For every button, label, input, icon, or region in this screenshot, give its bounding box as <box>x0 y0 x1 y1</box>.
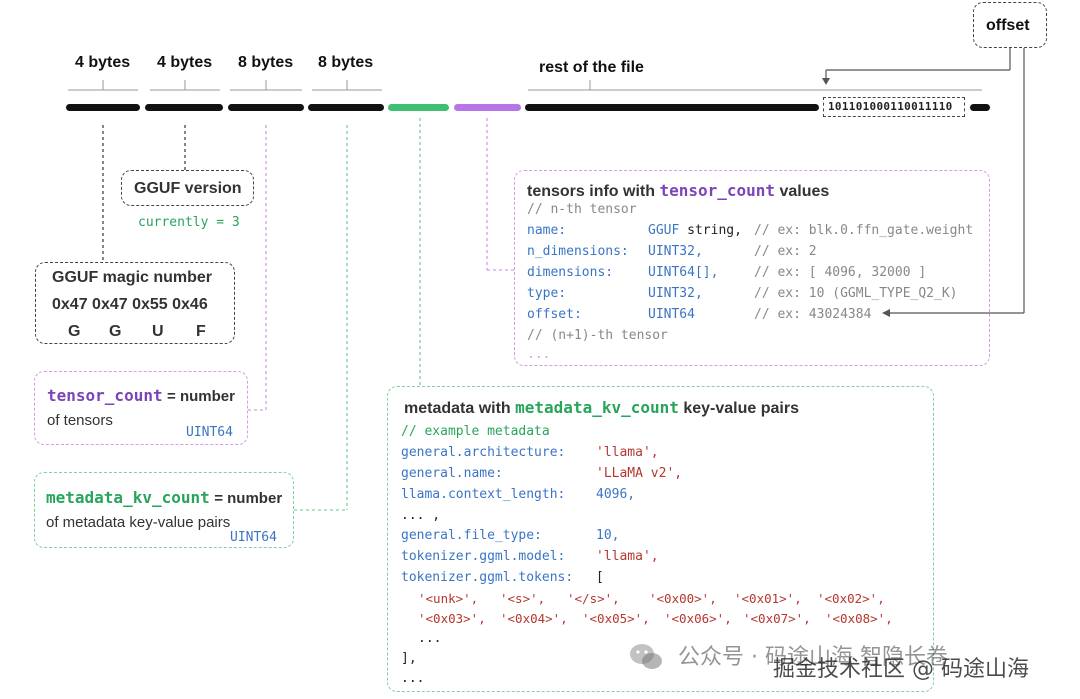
tensors-info-title-post: values <box>779 183 830 200</box>
bar-metadata <box>388 104 449 111</box>
tensor-count-text2: of tensors <box>47 412 113 429</box>
metadata-key: general.file_type: <box>401 528 542 543</box>
magic-box: GGUF magic number 0x47 0x47 0x55 0x46 G … <box>35 262 235 344</box>
offset-box: offset <box>973 2 1047 48</box>
tensor-row-comment: // ex: 2 <box>754 244 817 259</box>
offset-bits: 101101000110011110 <box>828 100 953 113</box>
token: '<0x03>', <box>418 611 486 626</box>
version-note: currently = 3 <box>138 215 240 230</box>
tokens-ellipsis: ... <box>418 631 442 646</box>
metadata-value: 'llama', <box>596 445 659 460</box>
metadata-title-code: metadata_kv_count <box>515 398 679 417</box>
metadata-end-ellipsis: ... <box>401 671 425 686</box>
metadata-value: 4096, <box>596 487 636 502</box>
token: '<0x02>', <box>817 591 885 606</box>
watermark-line2: 掘金技术社区 @ 码途山海 <box>773 657 1029 682</box>
tensor-row-key: dimensions: <box>527 265 614 280</box>
kv-count-text1: = number <box>214 490 283 507</box>
version-box: GGUF version <box>121 170 254 206</box>
metadata-value: [ <box>596 570 604 585</box>
tensor-row-type: GGUF <box>648 223 680 238</box>
magic-hex: 0x47 0x47 0x55 0x46 <box>52 296 208 313</box>
metadata-title-pre: metadata with <box>404 400 511 417</box>
tensor-count-type: UINT64 <box>186 425 233 440</box>
bar-end <box>970 104 990 111</box>
tensor-count-box: tensor_count = number of tensors UINT64 <box>34 371 248 445</box>
rest-label: rest of the file <box>539 59 644 76</box>
tensor-row-comment: // ex: [ 4096, 32000 ] <box>754 265 927 280</box>
kv-count-code: metadata_kv_count <box>46 488 210 507</box>
tensor-row-key: name: <box>527 223 567 238</box>
metadata-key: tokenizer.ggml.model: <box>401 549 566 564</box>
token: '<0x00>', <box>649 591 717 606</box>
metadata-key: llama.context_length: <box>401 487 566 502</box>
tensor-count-code: tensor_count <box>47 386 163 405</box>
metadata-value: 'llama', <box>596 549 659 564</box>
tensor-row-comment: // ex: blk.0.ffn_gate.weight <box>754 223 974 238</box>
tensor-row-type: UINT64[], <box>648 265 719 280</box>
metadata-box: metadata with metadata_kv_count key-valu… <box>387 386 934 692</box>
tensors-info-box: tensors info with tensor_count values //… <box>514 170 990 366</box>
bar-version <box>145 104 223 111</box>
metadata-value: 'LLaMA v2', <box>596 466 683 481</box>
metadata-value: 10, <box>596 528 620 543</box>
token: '<0x06>', <box>664 611 732 626</box>
metadata-key: ... , <box>401 508 441 523</box>
metadata-title-post: key-value pairs <box>683 400 799 417</box>
token: '<s>', <box>500 591 546 606</box>
token: '<0x04>', <box>500 611 568 626</box>
seg4-label: 8 bytes <box>318 54 374 71</box>
seg1-label: 4 bytes <box>75 54 131 71</box>
seg3-label: 8 bytes <box>238 54 294 71</box>
metadata-key: general.architecture: <box>401 445 566 460</box>
tensor-row-type2: string, <box>679 223 742 238</box>
metadata-key: general.name: <box>401 466 503 481</box>
tensor-row-key: offset: <box>527 307 582 322</box>
wechat-icon <box>628 642 664 672</box>
magic-letter-f: F <box>196 323 206 340</box>
tensor-row-key: n_dimensions: <box>527 244 629 259</box>
magic-letter-g2: G <box>109 323 122 340</box>
magic-title: GGUF magic number <box>52 269 213 286</box>
tensor-row-comment: // ex: 43024384 <box>754 307 872 322</box>
offset-bits-box: 101101000110011110 <box>823 97 965 117</box>
tokens-close: ], <box>401 651 417 666</box>
tensor-count-text1: = number <box>167 388 235 405</box>
tensors-info-comment1: // n-th tensor <box>527 202 637 217</box>
version-title: GGUF version <box>134 180 242 197</box>
tensor-row-key: type: <box>527 286 567 301</box>
tensor-row-type: UINT64 <box>648 307 695 322</box>
metadata-key: tokenizer.ggml.tokens: <box>401 570 574 585</box>
token: '<0x07>', <box>743 611 811 626</box>
magic-letter-g1: G <box>68 323 81 340</box>
tensor-row-type: UINT32, <box>648 286 703 301</box>
tensor-row-comment: // ex: 10 (GGML_TYPE_Q2_K) <box>754 286 958 301</box>
bar-kv-count <box>308 104 384 111</box>
bar-tensor-count <box>228 104 304 111</box>
token: '<0x08>', <box>825 611 893 626</box>
tensors-info-ellipsis: ... <box>527 347 551 362</box>
tensors-info-title-pre: tensors info with <box>527 183 655 200</box>
tensor-row-type: UINT32, <box>648 244 703 259</box>
token: '<unk>', <box>418 591 479 606</box>
token: '<0x05>', <box>582 611 650 626</box>
kv-count-text2: of metadata key-value pairs <box>46 514 231 531</box>
kv-count-type: UINT64 <box>230 530 277 545</box>
bar-rest <box>525 104 819 111</box>
bar-magic <box>66 104 140 111</box>
metadata-comment: // example metadata <box>401 424 550 439</box>
bar-tensors-info <box>454 104 521 111</box>
tensors-info-title-code: tensor_count <box>659 181 776 200</box>
kv-count-box: metadata_kv_count = number of metadata k… <box>34 472 294 548</box>
magic-letter-u: U <box>152 323 164 340</box>
watermark-line1: 公众号 · 码途山海 智隐长卷 <box>678 645 948 670</box>
offset-label: offset <box>986 17 1030 34</box>
token: '</s>', <box>567 591 620 606</box>
seg2-label: 4 bytes <box>157 54 213 71</box>
token: '<0x01>', <box>734 591 802 606</box>
tensors-info-comment2: // (n+1)-th tensor <box>527 328 668 343</box>
